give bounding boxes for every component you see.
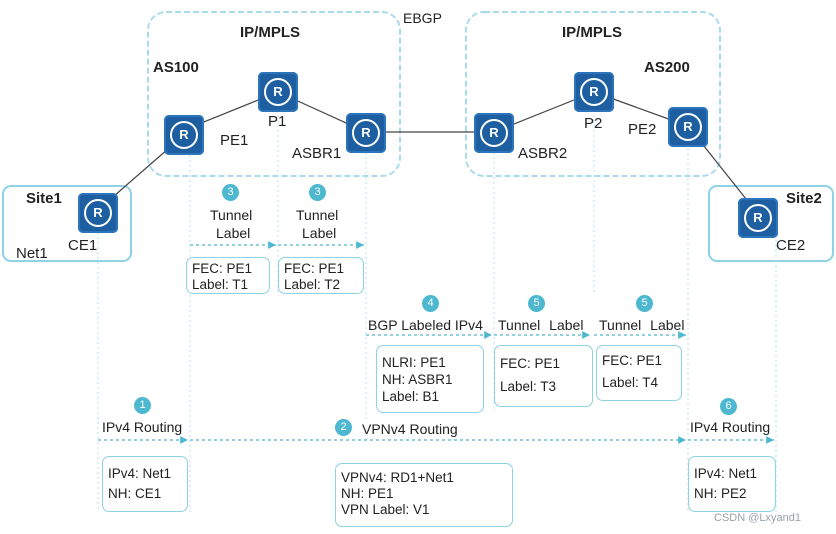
step-4-badge: 4 bbox=[422, 295, 439, 312]
step-1-nh: NH: CE1 bbox=[108, 486, 162, 501]
step-3a-fec: FEC: PE1 bbox=[192, 261, 253, 276]
site2-label: Site2 bbox=[786, 190, 822, 207]
as200-name: AS200 bbox=[644, 59, 690, 76]
site2-boundary bbox=[708, 185, 834, 262]
p1-router-icon: R bbox=[258, 72, 298, 112]
pe1-label: PE1 bbox=[220, 132, 249, 149]
p1-label: P1 bbox=[268, 113, 287, 130]
step-5a-fec: FEC: PE1 bbox=[500, 356, 561, 371]
step-2-vpn-label: VPN Label: V1 bbox=[341, 502, 430, 517]
as200-title: IP/MPLS bbox=[562, 24, 623, 41]
ce1-router-icon: R bbox=[78, 193, 118, 233]
site1-boundary bbox=[2, 185, 132, 262]
site1-label: Site1 bbox=[26, 190, 62, 207]
step-1-ipv4: IPv4: Net1 bbox=[108, 466, 172, 481]
watermark: CSDN @Lxyand1 bbox=[714, 512, 801, 524]
step-5a-label-value: Label: T3 bbox=[500, 379, 557, 394]
pe2-label: PE2 bbox=[628, 121, 657, 138]
step-4-info-box: NLRI: PE1 NH: ASBR1 Label: B1 bbox=[376, 345, 484, 413]
ce2-label: CE2 bbox=[776, 237, 806, 254]
asbr1-router-icon: R bbox=[346, 113, 386, 153]
step-2-vpnv4: VPNv4: RD1+Net1 bbox=[341, 470, 454, 485]
step-3a-label: Label: T1 bbox=[192, 277, 249, 292]
step-1-info-box: IPv4: Net1 NH: CE1 bbox=[102, 456, 188, 512]
step-5b-badge: 5 bbox=[636, 295, 653, 312]
step-6-ipv4: IPv4: Net1 bbox=[694, 466, 758, 481]
step-3b-line1: Tunnel bbox=[296, 207, 339, 223]
step-4-label: BGP Labeled IPv4 bbox=[368, 317, 483, 333]
step-5b-label: Tunnel Label bbox=[599, 317, 685, 333]
step-5b-info-box: FEC: PE1 Label: T4 bbox=[596, 345, 682, 401]
step-3b-badge: 3 bbox=[309, 184, 326, 201]
asbr2-router-icon: R bbox=[474, 113, 514, 153]
ce2-router-icon: R bbox=[738, 198, 778, 238]
step-6-nh: NH: PE2 bbox=[694, 486, 747, 501]
step-3a-badge: 3 bbox=[222, 184, 239, 201]
step-5a-info-box: FEC: PE1 Label: T3 bbox=[494, 345, 593, 407]
p2-router-icon: R bbox=[574, 72, 614, 112]
step-4-nlri: NLRI: PE1 bbox=[382, 355, 446, 370]
step-3b-label: Label: T2 bbox=[284, 277, 341, 292]
pe2-router-icon: R bbox=[668, 107, 708, 147]
step-2-info-box: VPNv4: RD1+Net1 NH: PE1 VPN Label: V1 bbox=[335, 463, 513, 527]
asbr2-label: ASBR2 bbox=[518, 145, 568, 162]
step-6-badge: 6 bbox=[720, 398, 737, 415]
step-2-badge: 2 bbox=[335, 419, 352, 436]
ce1-label: CE1 bbox=[68, 237, 98, 254]
step-3b-line2: Label bbox=[302, 225, 337, 241]
step-1-badge: 1 bbox=[134, 397, 151, 414]
asbr1-label: ASBR1 bbox=[292, 145, 342, 162]
step-1-label: IPv4 Routing bbox=[102, 419, 183, 435]
step-3b-info-box: FEC: PE1 Label: T2 bbox=[278, 257, 364, 294]
step-2-nh: NH: PE1 bbox=[341, 486, 394, 501]
step-5b-fec: FEC: PE1 bbox=[602, 353, 663, 368]
p2-label: P2 bbox=[584, 115, 603, 132]
step-3a-line1: Tunnel bbox=[210, 207, 253, 223]
step-6-info-box: IPv4: Net1 NH: PE2 bbox=[688, 456, 776, 512]
net1-label: Net1 bbox=[16, 245, 48, 262]
step-4-label-value: Label: B1 bbox=[382, 389, 440, 404]
ebgp-label: EBGP bbox=[403, 10, 442, 26]
step-2-label: VPNv4 Routing bbox=[362, 421, 458, 437]
step-3b-fec: FEC: PE1 bbox=[284, 261, 345, 276]
step-4-nh: NH: ASBR1 bbox=[382, 372, 453, 387]
step-3a-info-box: FEC: PE1 Label: T1 bbox=[186, 257, 270, 294]
step-6-label: IPv4 Routing bbox=[690, 419, 771, 435]
as100-boundary bbox=[147, 11, 401, 177]
step-3a-line2: Label bbox=[216, 225, 251, 241]
step-5a-badge: 5 bbox=[528, 295, 545, 312]
step-5b-label-value: Label: T4 bbox=[602, 375, 659, 390]
step-5a-label: Tunnel Label bbox=[498, 317, 584, 333]
as200-boundary bbox=[465, 11, 721, 177]
pe1-router-icon: R bbox=[164, 115, 204, 155]
as100-title: IP/MPLS bbox=[240, 24, 301, 41]
as100-name: AS100 bbox=[153, 59, 199, 76]
